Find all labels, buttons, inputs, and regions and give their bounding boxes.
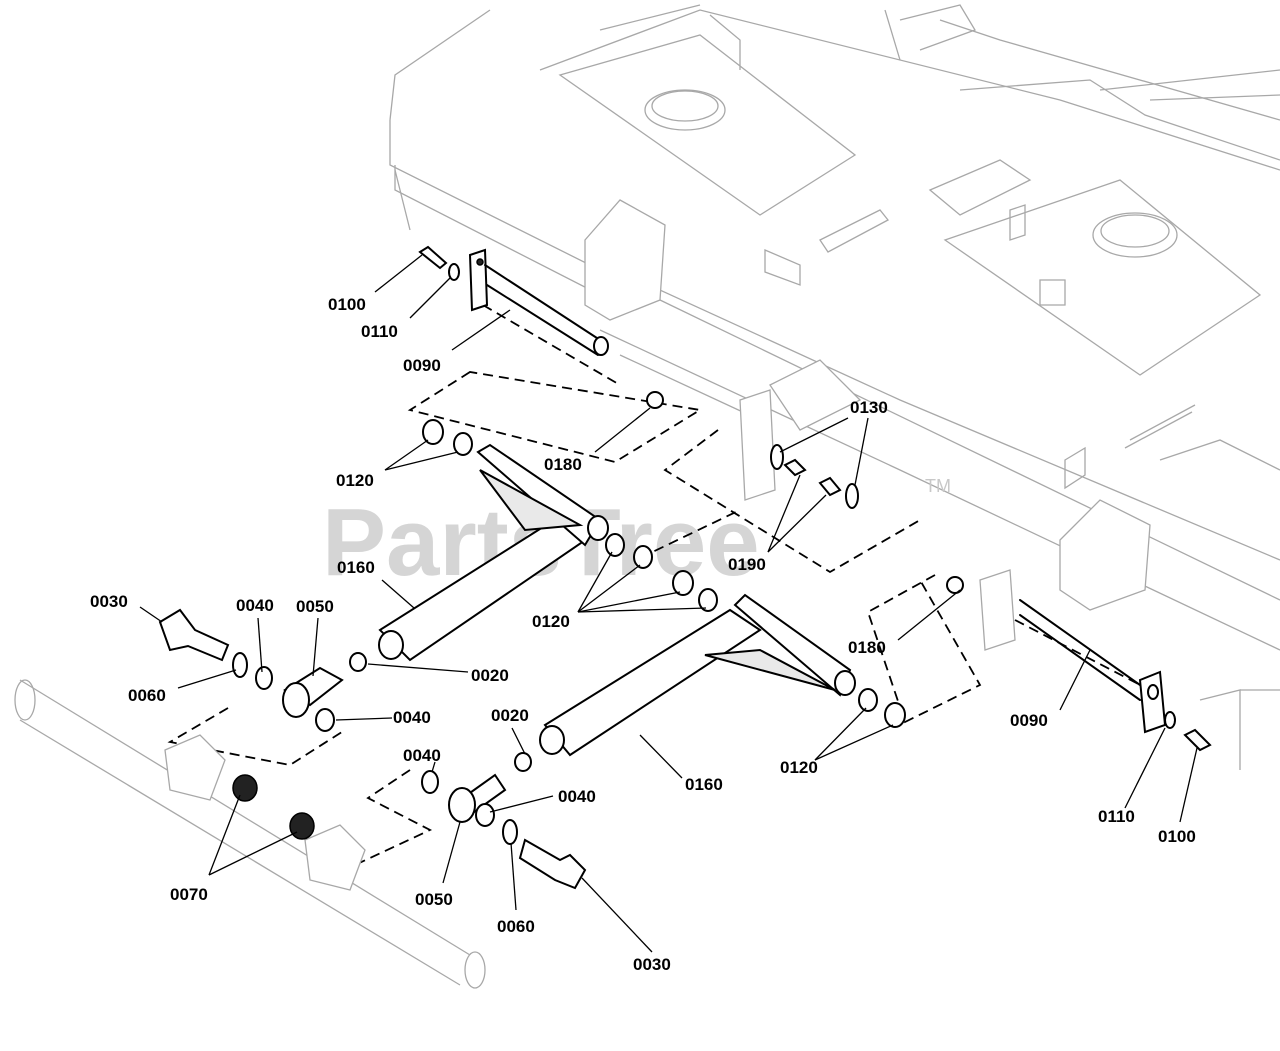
callout-0100[interactable]: 0100 <box>328 295 366 314</box>
callout-0070[interactable]: 0070 <box>170 885 208 904</box>
callout-0120[interactable]: 0120 <box>532 612 570 631</box>
nut-0070-a <box>232 774 258 802</box>
leader-lines <box>139 254 1198 953</box>
callout-0020[interactable]: 0020 <box>471 666 509 685</box>
pivot-shaft-left <box>468 248 609 356</box>
callout-0040[interactable]: 0040 <box>393 708 431 727</box>
bushings <box>422 419 906 728</box>
callout-0040[interactable]: 0040 <box>236 596 274 615</box>
bolt-0100-top <box>418 245 448 270</box>
callout-0160[interactable]: 0160 <box>685 775 723 794</box>
mower-deck-background <box>389 4 1280 770</box>
callout-0060[interactable]: 0060 <box>497 917 535 936</box>
callout-0030[interactable]: 0030 <box>633 955 671 974</box>
callout-0120[interactable]: 0120 <box>780 758 818 777</box>
bolt-0190-b <box>818 476 842 497</box>
pivot-shaft-right <box>1019 599 1167 734</box>
washer-0110-top <box>448 263 460 281</box>
callout-0130[interactable]: 0130 <box>850 398 888 417</box>
callout-0090[interactable]: 0090 <box>1010 711 1048 730</box>
nut-0180-top <box>646 391 664 409</box>
callout-0180[interactable]: 0180 <box>544 455 582 474</box>
callout-0180[interactable]: 0180 <box>848 638 886 657</box>
callout-0100[interactable]: 0100 <box>1158 827 1196 846</box>
callout-0030[interactable]: 0030 <box>90 592 128 611</box>
a-arm-lower <box>539 593 856 757</box>
nut-0070-b <box>289 812 315 840</box>
callout-0160[interactable]: 0160 <box>337 558 375 577</box>
callout-0110[interactable]: 0110 <box>361 322 398 341</box>
callout-labels: 0100 0110 0090 0180 0120 0130 0190 0160 … <box>90 295 1196 974</box>
bolt-0030-lower <box>518 838 587 890</box>
spacer-0040-left-b <box>315 708 335 732</box>
spacer-0040-lower-a <box>421 770 439 794</box>
washer-0110-right <box>1164 711 1176 729</box>
a-arm-upper <box>378 443 609 662</box>
bolt-0100-right <box>1183 728 1212 752</box>
bolt-0030-left <box>158 608 230 662</box>
parts <box>14 245 1212 989</box>
callout-0040[interactable]: 0040 <box>403 746 441 765</box>
callout-0050[interactable]: 0050 <box>415 890 453 909</box>
jam-nut-0020-upper <box>349 652 367 672</box>
nut-0180-right <box>946 576 964 594</box>
callout-0040[interactable]: 0040 <box>558 787 596 806</box>
assembly-dashed-lines <box>167 304 1151 866</box>
axle-bar <box>14 679 486 989</box>
washer-0130-b <box>845 483 859 509</box>
spacer-0040-lower-b <box>475 803 495 827</box>
callout-0050[interactable]: 0050 <box>296 597 334 616</box>
callout-0120[interactable]: 0120 <box>336 471 374 490</box>
callout-0060[interactable]: 0060 <box>128 686 166 705</box>
callout-0090[interactable]: 0090 <box>403 356 441 375</box>
callout-0110[interactable]: 0110 <box>1098 807 1135 826</box>
spacer-0040-left-a <box>255 666 273 690</box>
watermark-trademark: TM <box>925 476 951 496</box>
callout-0190[interactable]: 0190 <box>728 555 766 574</box>
washer-0130-a <box>770 444 784 470</box>
jam-nut-0020-lower <box>514 752 532 772</box>
washer-0060-lower <box>502 819 518 845</box>
bolt-0190-a <box>783 458 807 477</box>
washer-0060-left <box>232 652 248 678</box>
callout-0020[interactable]: 0020 <box>491 706 529 725</box>
